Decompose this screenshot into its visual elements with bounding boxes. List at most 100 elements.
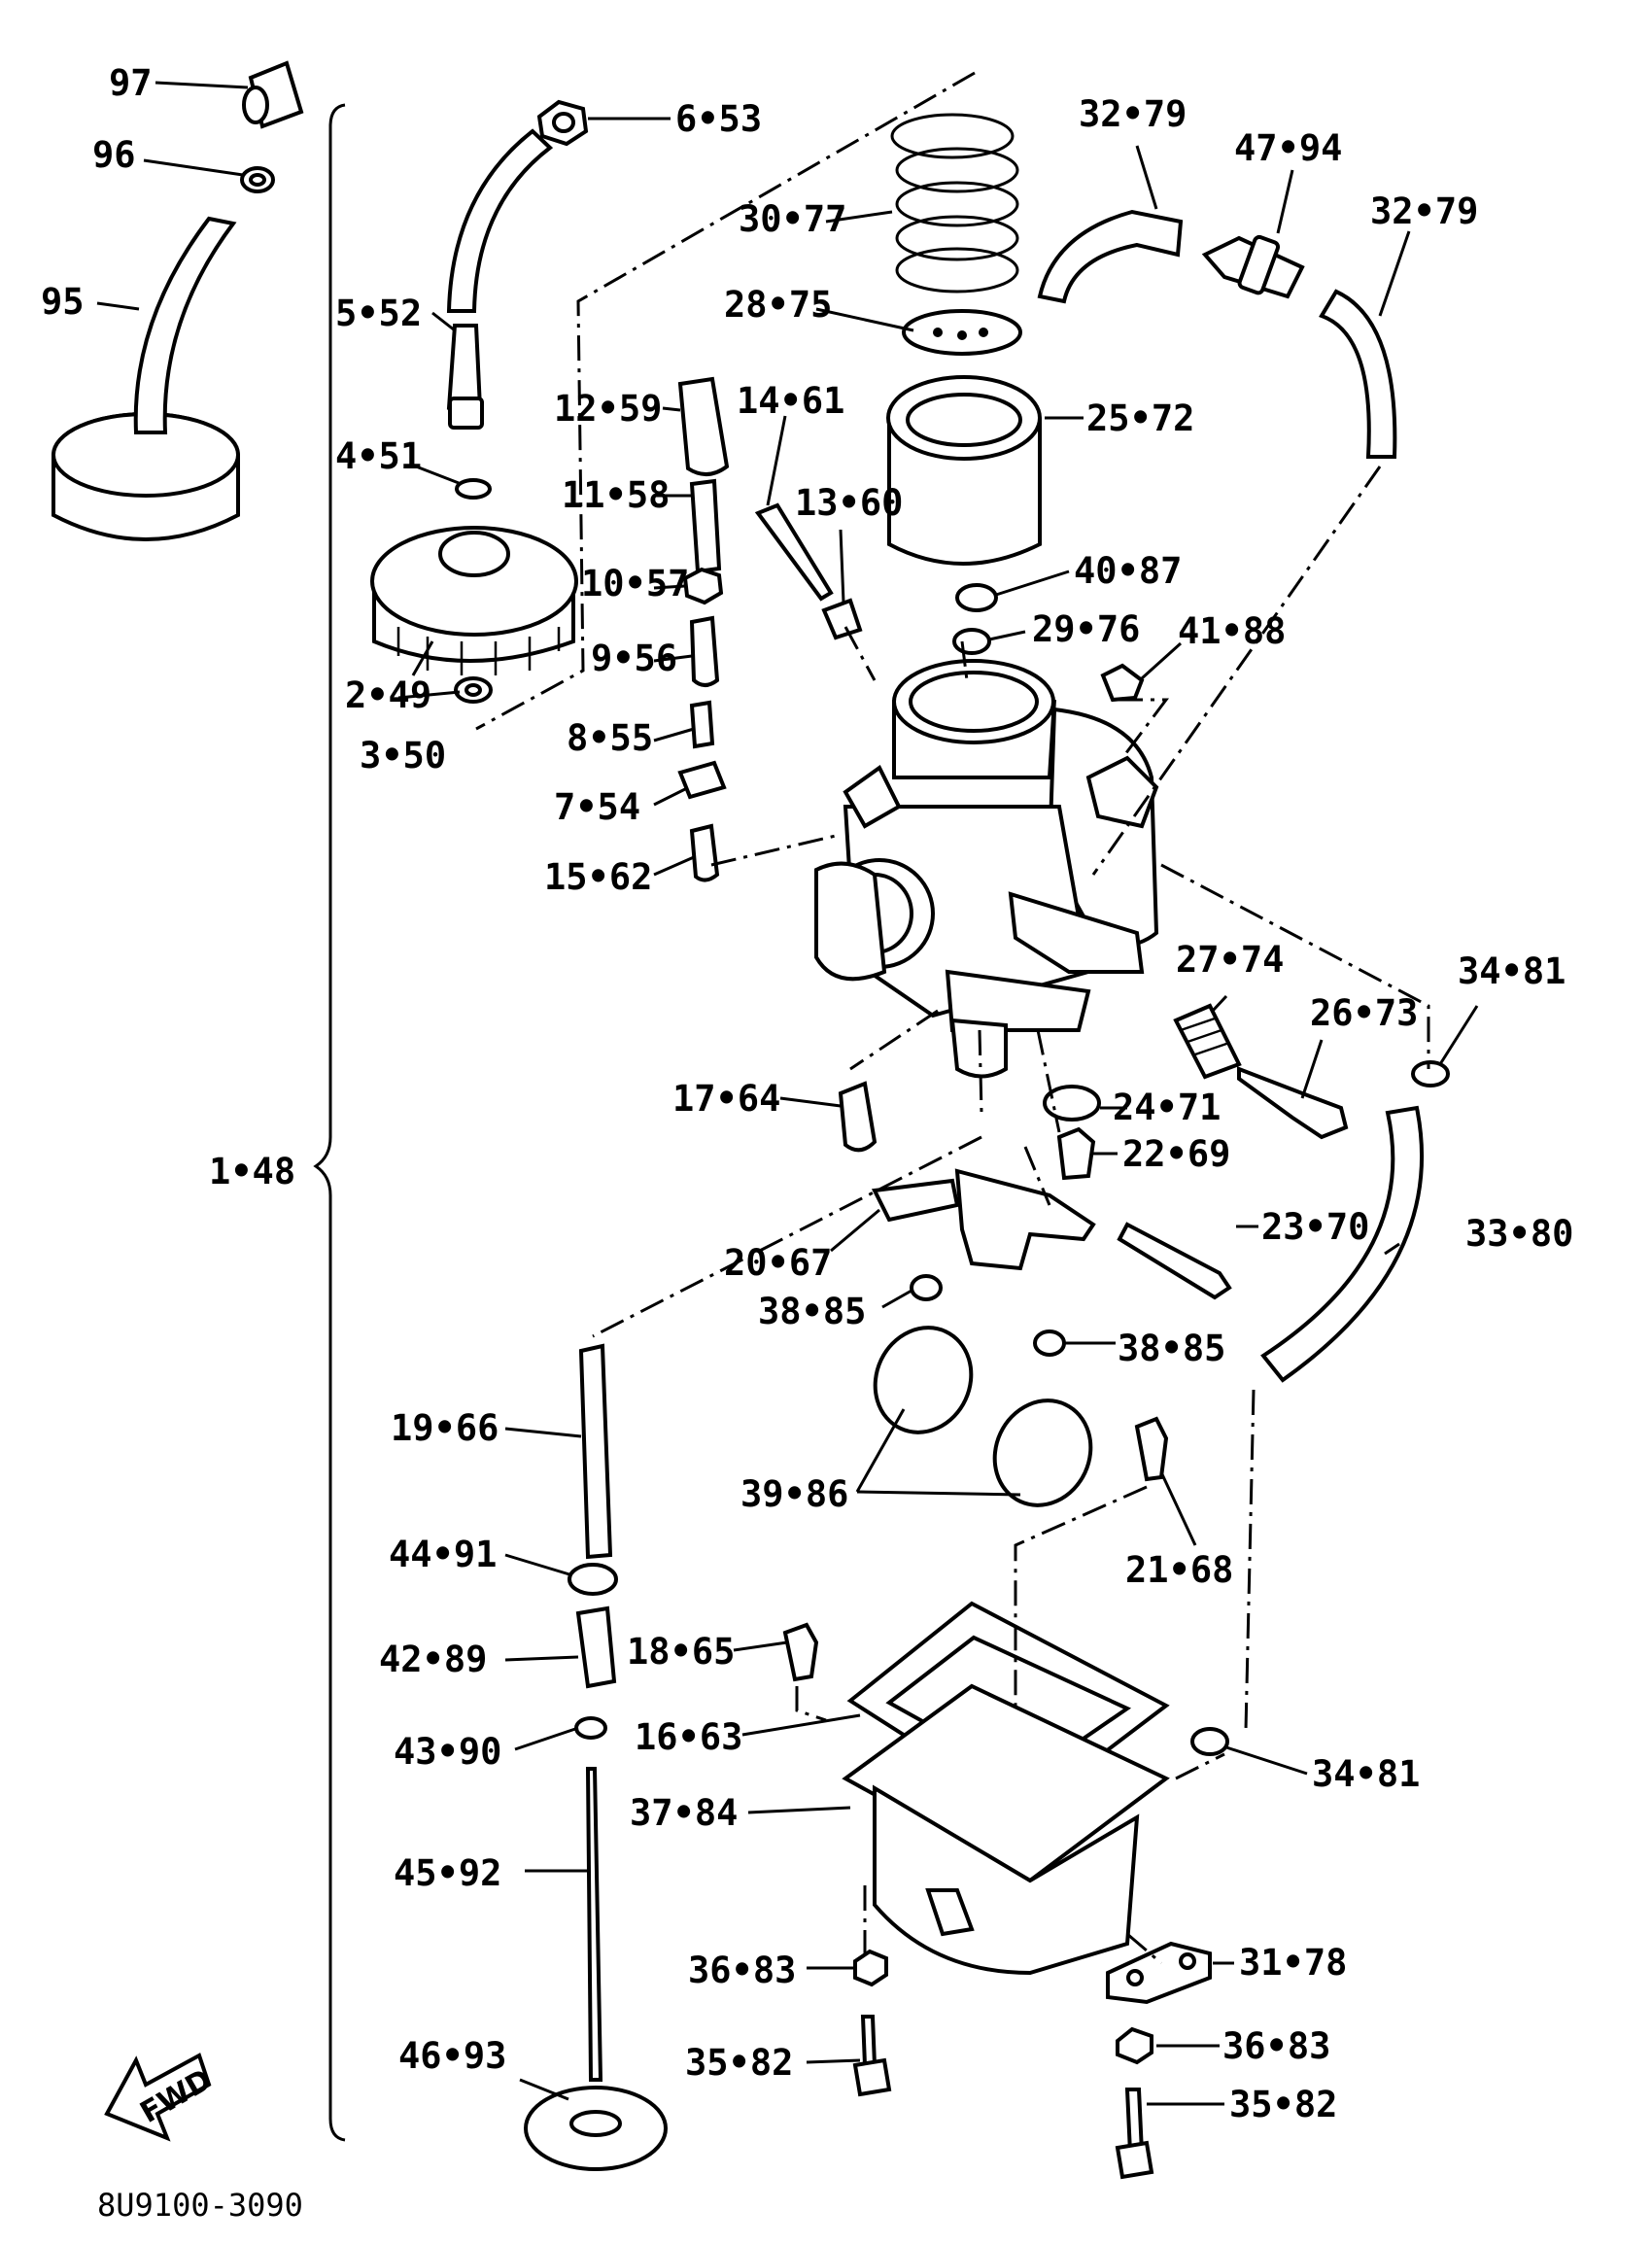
part-25-throttle-valve [886,375,1042,566]
part-15-screw [689,823,720,882]
label-97: 97 [109,62,153,104]
label-95: 95 [41,281,85,323]
label-43-90: 43•90 [394,1731,501,1773]
part-44-washer [568,1563,618,1596]
part-10-nut [682,567,724,605]
part-19-emulsion-tube [578,1343,613,1560]
label-6-53: 6•53 [675,98,762,140]
part-11-needle-jet [689,478,722,574]
label-31-78: 31•78 [1239,1942,1347,1984]
part-22-main-jet [1056,1126,1096,1181]
label-12-59: 12•59 [554,388,662,430]
label-16-63: 16•63 [635,1716,742,1758]
part-41-cap [1100,663,1145,703]
label-2-49: 2•49 [345,674,431,716]
label-7-54: 7•54 [554,786,640,828]
label-14-61: 14•61 [737,380,844,422]
part-24-washer [1043,1085,1101,1122]
label-27-74: 27•74 [1176,939,1284,981]
part-97-cap [242,60,304,129]
part-labels: 97 96 95 6•53 5•52 4•51 2•49 3•50 30•77 … [41,62,1573,2125]
part-20-float-arm [871,1168,1096,1271]
part-35-screw-b [1115,2088,1154,2180]
part-29-oring [952,628,991,655]
label-22-69: 22•69 [1122,1133,1230,1175]
part-6-nut [536,99,589,147]
part-3-seal [454,676,493,704]
label-38-85b: 38•85 [1118,1328,1225,1369]
part-27-spring [1173,1003,1242,1080]
label-35-82a: 35•82 [685,2042,793,2084]
part-17-drain-plug [838,1081,878,1153]
part-95-fuel-tube [52,216,240,541]
label-20-67: 20•67 [724,1242,832,1284]
part-4-oring [455,478,492,500]
part-38-cap-b [1033,1329,1066,1357]
label-37-84: 37•84 [630,1792,738,1834]
label-47-94: 47•94 [1234,127,1342,169]
label-42-89: 42•89 [379,1639,487,1680]
label-9-56: 9•56 [591,638,677,679]
part-34-clip-b [1190,1727,1229,1756]
label-28-75: 28•75 [724,284,832,326]
part-31-bracket [1106,1941,1212,2005]
part-2-cap [370,526,578,675]
part-12-needle-holder [677,376,730,476]
label-34-81b: 34•81 [1312,1753,1420,1795]
label-25-72: 25•72 [1086,397,1194,439]
label-4-51: 4•51 [335,435,422,477]
part-47-joint [1201,234,1305,299]
part-38-cap-a [910,1274,943,1301]
carburetor-body [814,659,1159,1079]
label-15-62: 15•62 [544,856,652,898]
figure-code: 8U9100-3090 [97,2187,303,2224]
label-3-50: 3•50 [360,735,446,777]
forward-arrow: FWD [104,2053,218,2142]
label-19-66: 19•66 [391,1407,499,1449]
label-29-76: 29•76 [1032,608,1140,650]
part-33-overflow-hose [1260,1105,1425,1383]
part-5-cable-tube [446,128,554,430]
label-10-57: 10•57 [581,563,689,604]
label-5-52: 5•52 [335,293,422,334]
part-7-plate [677,760,727,800]
label-32-79b: 32•79 [1370,190,1478,232]
part-37-float-bowl [842,1683,1170,1976]
label-11-58: 11•58 [562,474,670,516]
label-34-81a: 34•81 [1458,950,1566,992]
alignment-lines [475,71,1430,1965]
part-43-oring [574,1716,607,1740]
label-24-71: 24•71 [1113,1087,1221,1128]
label-30-77: 30•77 [739,198,846,240]
part-9-pilot-jet [689,615,720,687]
leader-lines [96,81,1479,2106]
part-34-clip-a [1411,1060,1450,1087]
label-96: 96 [92,134,136,176]
part-14-throttle-screw [754,502,834,602]
part-21-screw [1134,1416,1169,1482]
part-45-needle [585,1767,603,2082]
label-36-83a: 36•83 [688,1950,796,1991]
label-46-93: 46•93 [398,2035,506,2077]
label-38-85a: 38•85 [758,1291,866,1332]
part-35-screw-a [852,2015,892,2097]
part-13-spring [821,598,863,640]
part-42-needle-valve [575,1605,617,1689]
assembly-bracket [313,103,346,2142]
label-26-73: 26•73 [1310,992,1418,1034]
part-30-spring [890,113,1019,293]
part-23-pin [1117,1222,1232,1300]
part-39-float-b [992,1398,1093,1507]
part-46-washer [524,2086,668,2171]
label-44-91: 44•91 [389,1534,497,1575]
label-39-86: 39•86 [740,1473,848,1515]
part-8-spring [689,700,715,749]
label-17-64: 17•64 [672,1078,780,1120]
label-35-82b: 35•82 [1229,2084,1337,2125]
label-36-83b: 36•83 [1222,2025,1330,2067]
part-40-washer [955,583,998,612]
label-45-92: 45•92 [394,1852,501,1894]
label-8-55: 8•55 [567,717,653,759]
label-40-87: 40•87 [1074,550,1182,592]
